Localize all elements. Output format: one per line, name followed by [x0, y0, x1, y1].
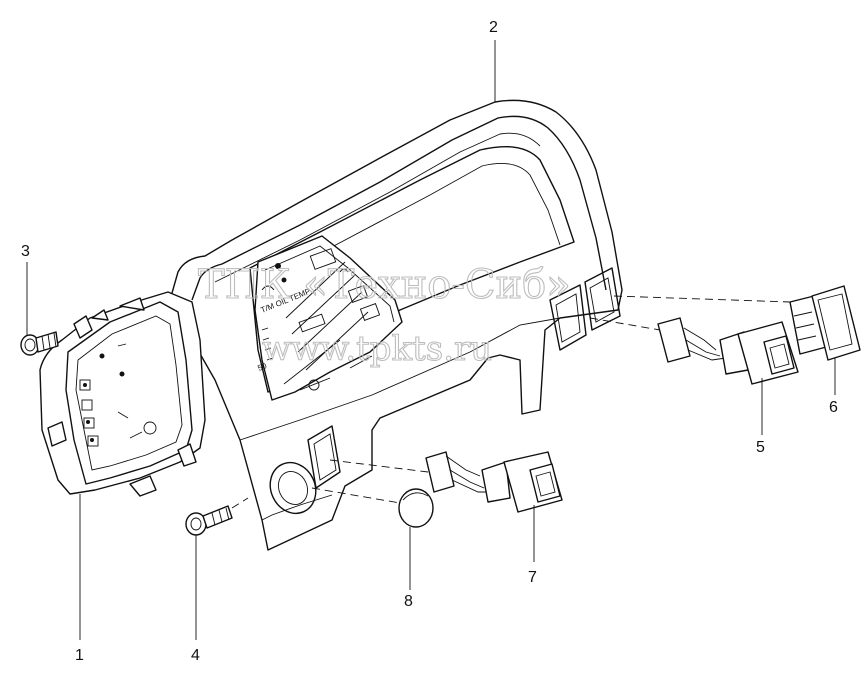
leader-lines: [26, 40, 836, 640]
watermark-company: ТПК «Техно-Сиб»: [198, 262, 571, 308]
callout-3: 3: [21, 243, 30, 260]
callout-6: 6: [829, 399, 838, 416]
callout-2: 2: [489, 19, 498, 36]
watermark: ТПК «Техно-Сиб» www.tpkts.ru: [197, 261, 571, 369]
callout-8: 8: [404, 593, 413, 610]
cluster-bezel: T/M OIL TEMP 50: [169, 99, 623, 551]
switch-6: [613, 285, 861, 361]
switch-5: [589, 317, 799, 385]
callout-5: 5: [756, 439, 765, 456]
callout-1: 1: [75, 647, 84, 664]
plug-8: [311, 487, 434, 528]
switch-7: [329, 451, 563, 513]
screw-3: [20, 331, 59, 356]
gauge-markings: [261, 248, 381, 391]
combination-meter: [39, 291, 206, 497]
scale-50-label: 50: [256, 361, 268, 373]
callout-4: 4: [191, 647, 200, 664]
watermark-url: www.tpkts.ru: [262, 329, 492, 369]
callout-labels: 1 2 3 4 5 6 7 8: [21, 19, 838, 664]
screw-4: [185, 497, 249, 536]
callout-7: 7: [528, 569, 537, 586]
